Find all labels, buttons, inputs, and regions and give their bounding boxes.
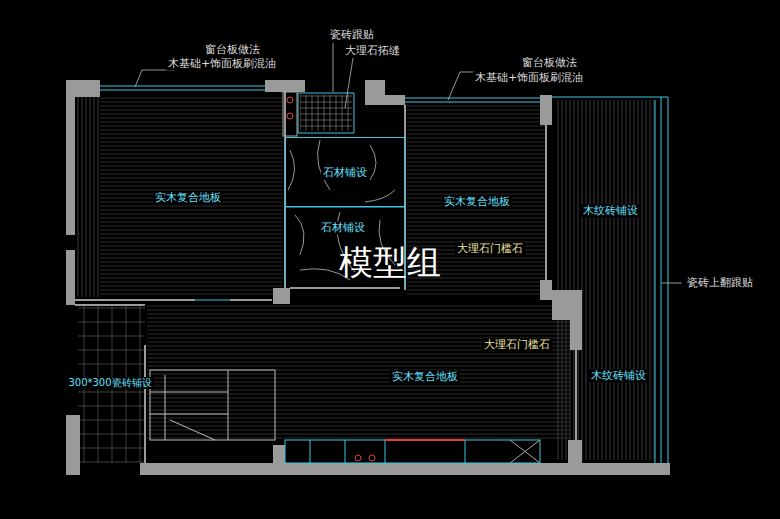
- windows: [661, 97, 662, 463]
- room-material: 石材铺设: [319, 221, 367, 234]
- leader-lines: [662, 283, 682, 284]
- windows: [298, 93, 354, 94]
- windows: [655, 100, 656, 463]
- thin-walls: [75, 304, 145, 306]
- kitchen-counter: [355, 455, 361, 461]
- stair: [165, 375, 166, 440]
- windows: [298, 93, 299, 133]
- kitchen-counter: [310, 440, 311, 463]
- note-text: 瓷砖跟贴: [328, 28, 376, 41]
- room-material: 木纹砖铺设: [589, 369, 648, 382]
- windows: [195, 300, 230, 301]
- walls: [140, 463, 670, 475]
- floor-hatch: [77, 97, 100, 297]
- threshold-note: 大理石门槛石: [455, 242, 525, 255]
- walls: [385, 95, 405, 105]
- bath-fixtures: [283, 92, 297, 136]
- walls: [66, 415, 80, 475]
- kitchen-counter: [510, 440, 540, 463]
- windows: [100, 90, 265, 91]
- walls: [66, 80, 75, 235]
- thin-walls: [545, 125, 547, 280]
- leader-lines: [135, 43, 682, 283]
- leader-lines: [333, 43, 334, 92]
- kitchen-counter: [345, 440, 346, 463]
- threshold-note: 大理石门槛石: [482, 338, 552, 351]
- note-text: 木基础+饰面板刷混油: [473, 71, 585, 84]
- floor-hatch: [300, 95, 352, 131]
- stair: [150, 370, 275, 440]
- leader-lines: [135, 70, 175, 87]
- note-text: 窗台板做法: [520, 56, 579, 69]
- kitchen-counter: [285, 440, 540, 463]
- leader-lines: [448, 72, 475, 100]
- walls: [570, 320, 582, 350]
- windows: [285, 207, 286, 285]
- kitchen-counter: [369, 455, 375, 461]
- room-material: 实木复合地板: [153, 191, 223, 204]
- thin-walls: [75, 92, 576, 463]
- floor-hatch: [100, 97, 283, 297]
- walls: [265, 80, 305, 92]
- windows: [405, 102, 540, 103]
- walls: [540, 95, 552, 125]
- kitchen-counter: [385, 439, 465, 441]
- stair: [150, 414, 228, 415]
- walls: [540, 280, 552, 300]
- walls: [273, 288, 290, 304]
- walls: [552, 290, 582, 320]
- leader-lines: [345, 58, 353, 108]
- thin-walls: [75, 299, 195, 301]
- windows: [405, 98, 540, 99]
- windows: [100, 86, 265, 87]
- note-text: 大理石拓缝: [343, 44, 402, 57]
- walls: [273, 445, 285, 465]
- walls: [66, 80, 670, 475]
- room-material: 石材铺设: [321, 165, 369, 180]
- windows: [552, 97, 668, 98]
- thin-walls: [230, 299, 272, 301]
- floor-hatch: [147, 303, 570, 440]
- watermark: 模型组: [337, 242, 443, 283]
- note-text: 窗台板做法: [203, 43, 262, 56]
- stair: [150, 392, 228, 393]
- walls: [568, 440, 582, 465]
- room-material: 300*300瓷砖铺设: [66, 377, 153, 389]
- note-text: 瓷砖上翻跟贴: [685, 276, 755, 289]
- note-text: 木基础+饰面板刷混油: [166, 57, 278, 70]
- kitchen-counter: [285, 440, 540, 463]
- thin-walls: [575, 350, 577, 440]
- windows: [354, 93, 355, 133]
- stone-area: 石材铺设: [285, 137, 405, 207]
- stone-veins: [288, 140, 395, 202]
- stair: [228, 370, 229, 440]
- thin-walls: [144, 345, 146, 463]
- room-material: 实木复合地板: [442, 195, 512, 208]
- kitchen-counter: [510, 440, 540, 463]
- thin-walls: [290, 287, 400, 289]
- room-material: 实木复合地板: [390, 370, 460, 383]
- walls: [66, 250, 75, 305]
- bath-fixtures: [287, 97, 293, 103]
- windows: [298, 133, 354, 134]
- stair: [150, 370, 275, 440]
- windows: [100, 86, 668, 463]
- bath-fixtures: [287, 113, 293, 119]
- bath-fixtures: [283, 92, 297, 136]
- stair: [170, 420, 215, 440]
- kitchen-counter: [385, 440, 386, 463]
- windows: [668, 97, 669, 463]
- floor-hatch: [77, 95, 655, 463]
- room-material: 木纹砖铺设: [581, 204, 640, 217]
- kitchen-counter: [465, 440, 466, 463]
- walls: [365, 80, 385, 105]
